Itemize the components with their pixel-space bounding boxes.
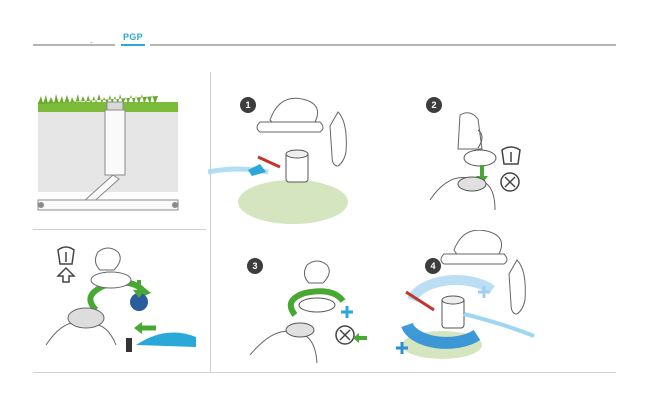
step-3-badge: 3 (247, 258, 263, 274)
step-2-illustration (420, 110, 540, 225)
step-3-illustration (245, 250, 375, 370)
header-accent-bar (121, 44, 145, 46)
sprinkler-nozzle-icon (56, 246, 76, 283)
header-rule-left (33, 44, 115, 46)
nozzle-install-panel (36, 240, 206, 365)
step-1-illustration (208, 82, 378, 232)
page-marker: - (90, 38, 93, 47)
step-4-badge: 4 (425, 258, 441, 274)
horizontal-divider (33, 229, 206, 230)
sprinkler-nozzle-icon (501, 146, 521, 165)
adjust-dial-icon (335, 325, 355, 345)
step-2-badge: 2 (426, 97, 442, 113)
vertical-divider (210, 72, 211, 372)
adjust-dial-icon (500, 172, 520, 192)
lawn-cross-section (33, 92, 208, 222)
step-1-badge: 1 (240, 97, 256, 113)
footer-rule (33, 372, 616, 373)
header-rule-right (150, 44, 616, 46)
product-title: PGP (123, 32, 143, 42)
step-4-illustration (392, 230, 562, 370)
